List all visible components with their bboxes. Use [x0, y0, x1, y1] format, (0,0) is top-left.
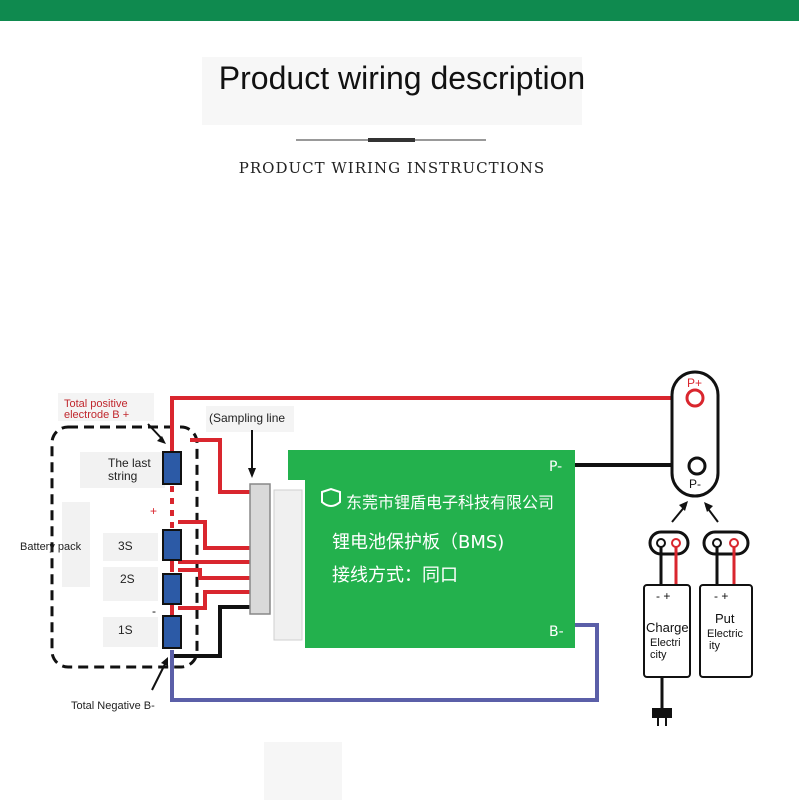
battery-pack-outline	[50, 425, 199, 669]
cell-last	[162, 451, 182, 485]
put-arrow-head-icon	[704, 502, 713, 512]
cell-3s-label: 3S	[118, 539, 133, 553]
terminal-p-plus-hole	[685, 388, 705, 408]
sampling-wire-negative	[172, 605, 252, 658]
put-plug-minus-pin	[712, 538, 722, 548]
charge-plug-minus-pin	[656, 538, 666, 548]
charge-polarity: - +	[656, 589, 670, 603]
output-terminal	[670, 370, 720, 498]
plus-sign-label: +	[150, 504, 157, 518]
page-title: Product wiring description	[218, 60, 586, 96]
sampling-line-label-bg	[206, 406, 294, 432]
sampling-wire-3	[178, 520, 252, 550]
put-device	[699, 584, 753, 678]
charge-plug-head	[648, 530, 690, 556]
put-polarity: - +	[714, 589, 728, 603]
charge-device	[643, 584, 691, 678]
charge-label-1: Charge	[646, 620, 689, 635]
cell-1s-label: 1S	[118, 623, 133, 637]
battery-pack-label-bg	[62, 502, 90, 587]
total-positive-label-2: electrode B +	[64, 409, 129, 421]
total-negative-pointer	[151, 661, 167, 691]
battery-pack-label: Battery pack	[20, 541, 82, 553]
total-positive-wire	[170, 396, 695, 452]
total-positive-label-1: Total positive	[64, 398, 128, 410]
sampling-connector	[249, 483, 271, 615]
last-string-label-1: The last	[108, 456, 151, 470]
put-label-3: ity	[709, 640, 721, 652]
total-positive-pointer-head-icon	[157, 436, 166, 444]
board-model-text: 锂电池保护板（BMS)	[332, 532, 504, 553]
sampling-wire-4	[190, 438, 252, 494]
cell-1s	[162, 615, 182, 649]
terminal-p-plus-label: P+	[687, 376, 702, 390]
title-divider-accent	[368, 138, 415, 142]
page-subtitle: PRODUCT WIRING INSTRUCTIONS	[238, 159, 546, 177]
cell-3s	[162, 529, 182, 561]
board-wiring-text: 接线方式：同口	[332, 565, 458, 586]
board-edge-tab	[288, 450, 310, 480]
put-label-2: Electric	[707, 628, 744, 640]
cell-2s	[162, 573, 182, 605]
shield-logo-icon	[321, 487, 341, 507]
terminal-p-minus-hole	[687, 456, 707, 476]
charge-plug-icon	[652, 708, 672, 718]
charge-plug-plus-pin	[671, 538, 681, 548]
bms-board	[305, 450, 575, 648]
total-negative-pointer-head-icon	[161, 657, 168, 666]
sampling-line-pointer-head-icon	[248, 468, 256, 478]
total-negative-wire	[170, 623, 599, 702]
top-banner	[0, 0, 799, 21]
charge-arrow-head-icon	[679, 501, 688, 511]
charge-label-3: city	[650, 649, 667, 661]
s2-label-bg	[103, 567, 158, 601]
board-b-minus-label: B-	[549, 624, 564, 640]
minus-sign-label: -	[152, 604, 156, 618]
board-connector-socket	[273, 489, 303, 641]
s1-label-bg	[103, 617, 158, 647]
total-positive-pointer	[147, 423, 164, 441]
put-plug-plus-pin	[729, 538, 739, 548]
last-string-label-bg	[80, 452, 165, 488]
sampling-wire-2b	[178, 568, 252, 580]
s3-label-bg	[103, 533, 158, 561]
total-negative-label: Total Negative B-	[71, 700, 155, 712]
cell-2s-label: 2S	[120, 572, 135, 586]
board-p-minus-label: P-	[549, 459, 562, 475]
put-label-1: Put	[715, 611, 735, 626]
bottom-placeholder	[264, 742, 342, 800]
last-string-label-2: string	[108, 469, 137, 483]
total-positive-label-bg	[58, 393, 154, 421]
sampling-line-label: (Sampling line	[209, 411, 285, 425]
board-company-text: 东莞市锂盾电子科技有限公司	[346, 493, 554, 512]
terminal-p-minus-label: P-	[689, 477, 701, 491]
sampling-wire-1	[178, 590, 252, 610]
title-background	[202, 57, 582, 125]
charge-label-2: Electri	[650, 637, 681, 649]
put-plug-head	[702, 530, 750, 556]
